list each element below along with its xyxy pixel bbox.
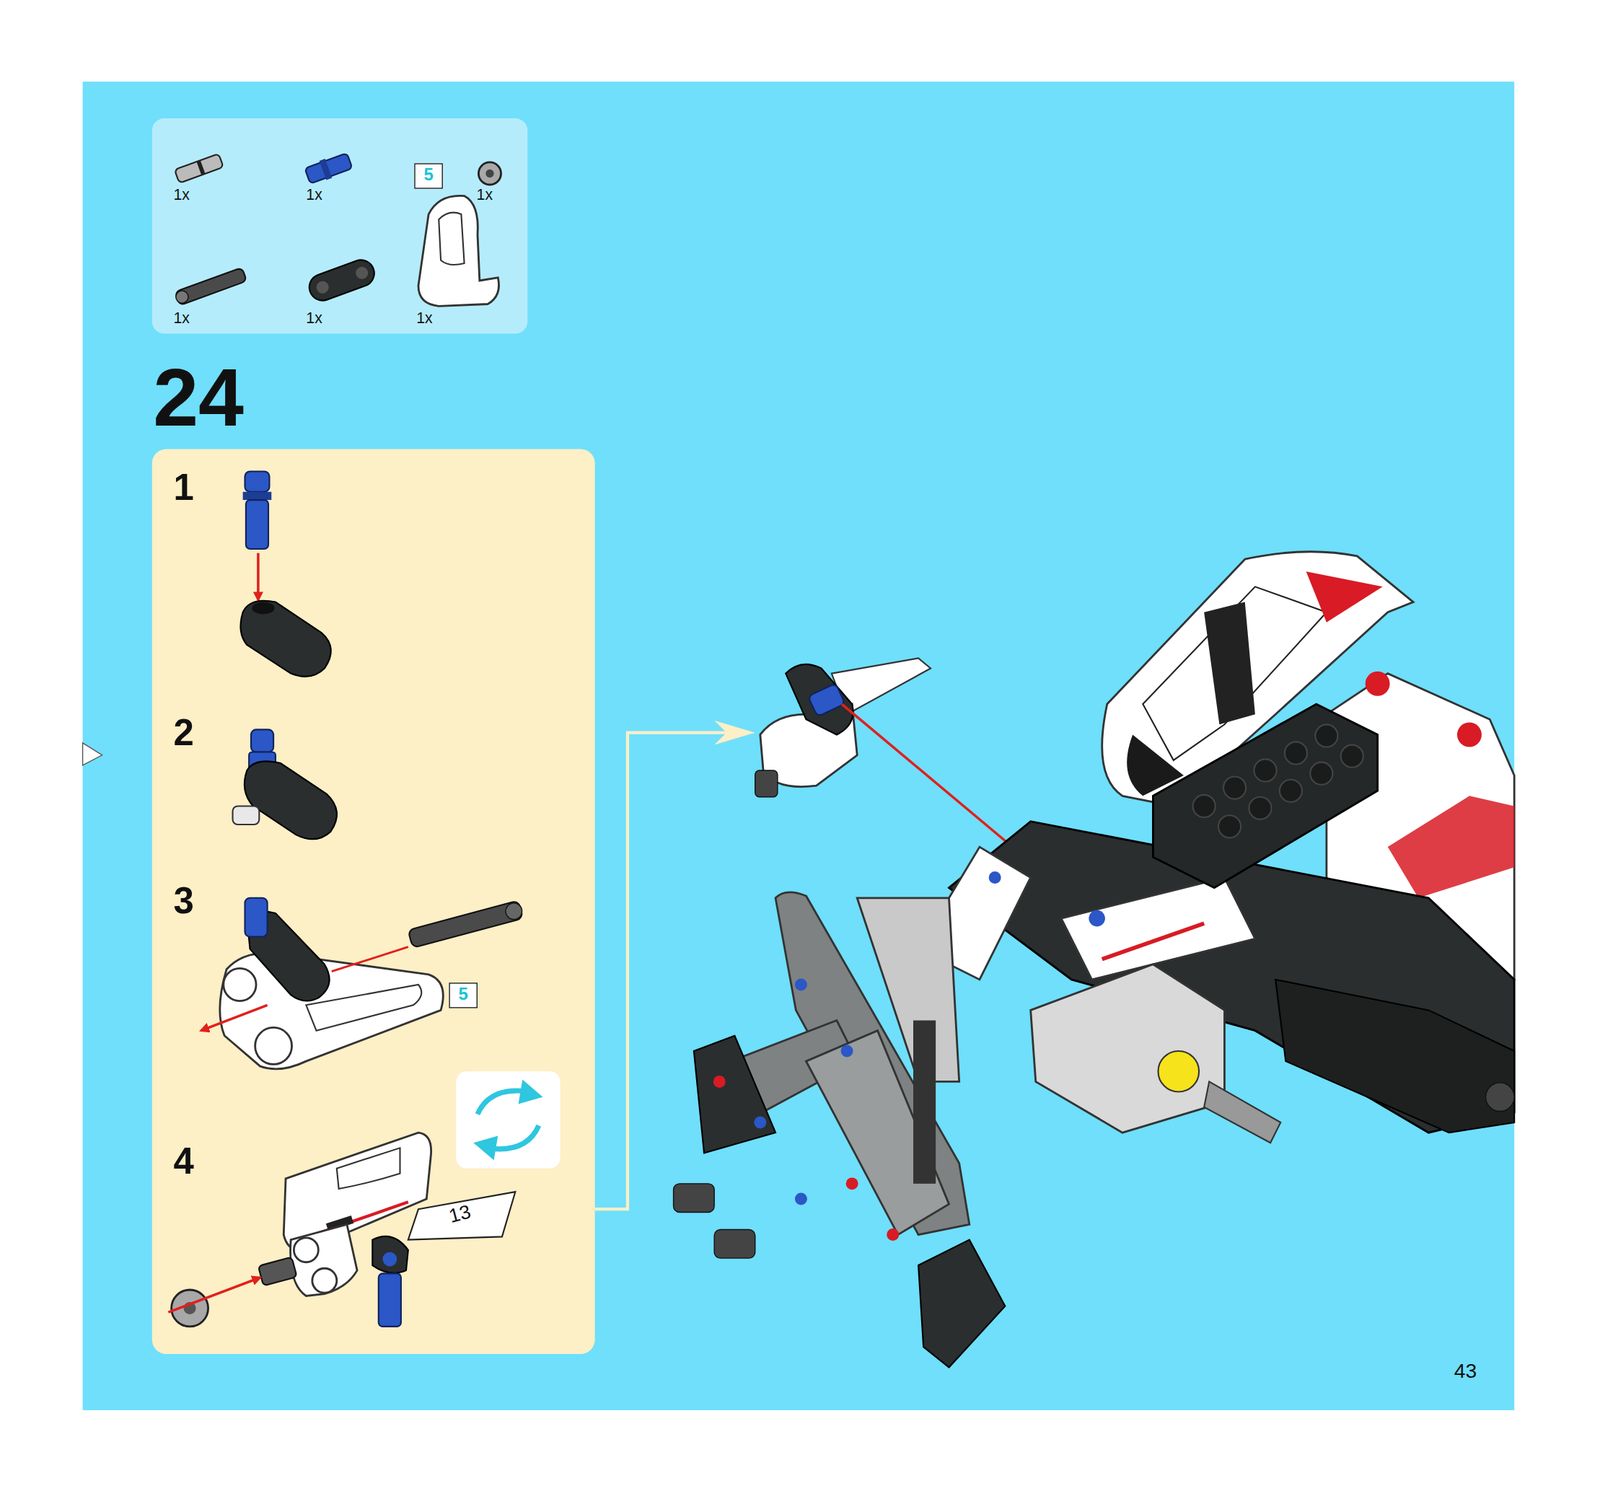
quantity: 1x xyxy=(173,186,189,202)
quantity: 1x xyxy=(305,186,322,202)
sub-bag-number: 5 xyxy=(414,163,443,189)
substep-number: 2 xyxy=(173,714,194,751)
substep-number: 1 xyxy=(173,469,194,507)
quantity: 1x xyxy=(173,310,189,326)
quantity: 1x xyxy=(416,310,433,326)
sticker-number: 13 xyxy=(446,1201,473,1227)
quantity: 1x xyxy=(305,310,322,326)
step-number: 24 xyxy=(152,357,244,439)
substep-number: 4 xyxy=(173,1142,194,1180)
page-number: 43 xyxy=(1454,1360,1477,1381)
sub-bag-number: 5 xyxy=(448,982,478,1008)
quantity: 1x xyxy=(476,186,493,202)
substep-number: 3 xyxy=(173,882,194,920)
